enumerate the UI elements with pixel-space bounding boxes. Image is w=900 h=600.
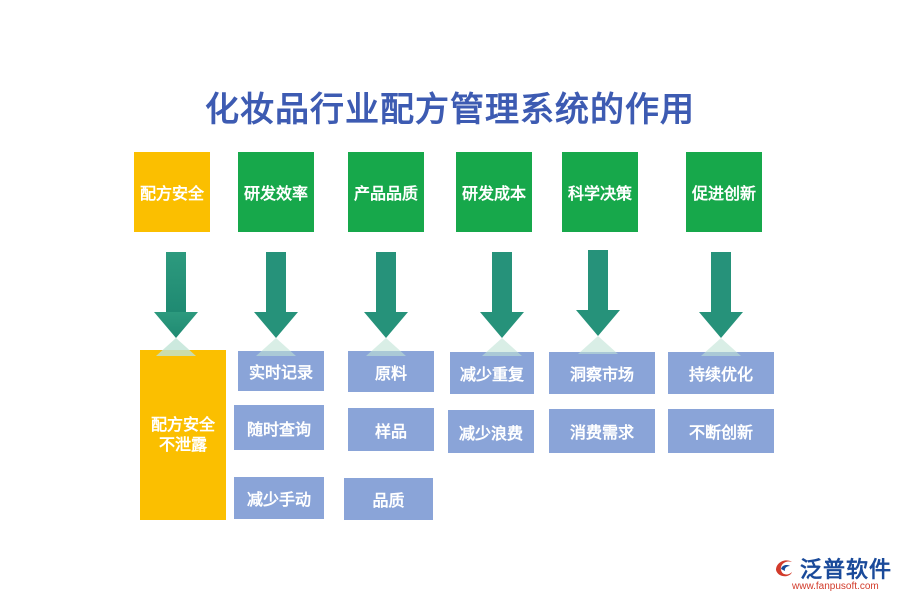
swirl-logo-icon bbox=[776, 560, 792, 577]
header-ke-xue-jue-ce: 科学决策 bbox=[562, 152, 638, 232]
item-sui-shi-cha-xun: 随时查询 bbox=[234, 405, 324, 450]
header-chan-pin-pin-zhi: 产品品质 bbox=[348, 152, 424, 232]
header-yan-fa-cheng-ben: 研发成本 bbox=[456, 152, 532, 232]
item-jian-shao-chong-fu: 减少重复 bbox=[450, 352, 534, 394]
arrow-tip-glow bbox=[701, 338, 741, 356]
down-arrow-icon bbox=[576, 250, 620, 336]
down-arrow-icon bbox=[480, 252, 524, 338]
arrow-tip-glow bbox=[256, 338, 296, 356]
header-yan-fa-xiao-lv: 研发效率 bbox=[238, 152, 314, 232]
item-yuan-liao: 原料 bbox=[348, 351, 434, 392]
arrow-tip-glow bbox=[366, 338, 406, 356]
item-pei-fang-an-quan-bu-xie-lu: 配方安全 不泄露 bbox=[140, 350, 226, 520]
down-arrow-icon bbox=[364, 252, 408, 338]
logo-text: 泛普软件 bbox=[800, 558, 893, 583]
item-jian-shao-lang-fei: 减少浪费 bbox=[448, 410, 534, 453]
page-title: 化妆品行业配方管理系统的作用 bbox=[205, 90, 695, 130]
item-bu-duan-chuang-xin: 不断创新 bbox=[668, 409, 774, 453]
header-pei-fang-an-quan: 配方安全 bbox=[134, 152, 210, 232]
arrow-tip-glow bbox=[578, 336, 618, 354]
item-yang-pin: 样品 bbox=[348, 408, 434, 451]
arrow-tip-glow bbox=[482, 338, 522, 356]
item-xiao-fei-xu-qiu: 消费需求 bbox=[549, 409, 655, 453]
down-arrow-icon bbox=[154, 252, 198, 338]
arrow-tip-glow bbox=[156, 338, 196, 356]
item-pin-zhi: 品质 bbox=[344, 478, 433, 520]
item-jian-shao-shou-dong: 减少手动 bbox=[234, 477, 324, 519]
down-arrow-icon bbox=[254, 252, 298, 338]
header-cu-jin-chuang-xin: 促进创新 bbox=[686, 152, 762, 232]
item-chi-xu-you-hua: 持续优化 bbox=[668, 352, 774, 394]
item-dong-cha-shi-chang: 洞察市场 bbox=[549, 352, 655, 394]
brand-logo: 泛普软件 bbox=[772, 552, 892, 584]
logo-url: www.fanpusoft.com bbox=[792, 581, 879, 592]
item-shi-shi-ji-lu: 实时记录 bbox=[238, 351, 324, 391]
down-arrow-icon bbox=[699, 252, 743, 338]
